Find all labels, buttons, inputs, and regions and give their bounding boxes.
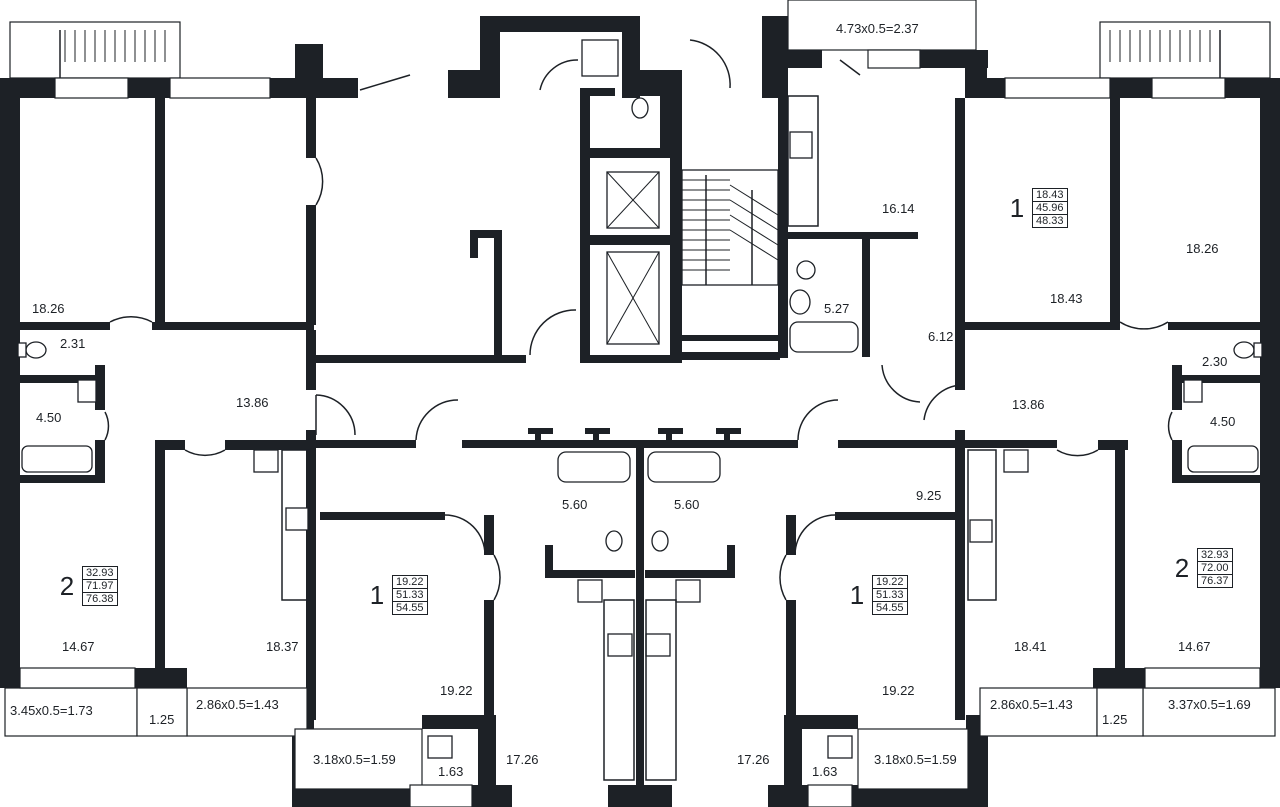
- room-area: 18.26: [32, 301, 65, 316]
- room-area: 5.60: [562, 497, 588, 512]
- exterior-walls: [0, 16, 1280, 807]
- living-area: 19.22: [393, 576, 427, 589]
- apartment-rooms: 2: [59, 571, 75, 601]
- balcony-area: 4.73x0.5=2.37: [836, 21, 919, 36]
- living-area: 19.22: [873, 576, 907, 589]
- apartment-rooms: 1: [1009, 193, 1025, 223]
- apartment-info-top-right: 1 18.43 45.96 48.33: [1002, 188, 1068, 228]
- total-area: 51.33: [873, 589, 907, 602]
- balcony-area: 2.86x0.5=1.43: [990, 697, 1073, 712]
- room-area: 18.37: [266, 639, 299, 654]
- area-with-balcony: 76.38: [86, 593, 114, 605]
- elevators: [606, 171, 660, 345]
- balcony-area: 3.45x0.5=1.73: [10, 703, 93, 718]
- apartment-rooms: 1: [369, 580, 385, 610]
- apartment-rooms: 2: [1174, 553, 1190, 583]
- total-area: 45.96: [1033, 202, 1067, 215]
- room-area: 4.50: [36, 410, 62, 425]
- room-area: 16.14: [882, 201, 915, 216]
- balcony-hatch: [64, 30, 1211, 62]
- room-area: 19.22: [882, 683, 915, 698]
- total-area: 71.97: [83, 580, 117, 593]
- room-area: 1.63: [812, 764, 838, 779]
- room-area: 5.27: [824, 301, 850, 316]
- balcony-area: 2.86x0.5=1.43: [196, 697, 279, 712]
- apartment-info-center-left: 1 19.22 51.33 54.55: [362, 575, 428, 615]
- living-area: 18.43: [1033, 189, 1067, 202]
- balcony-area: 3.18x0.5=1.59: [874, 752, 957, 767]
- room-area: 14.67: [62, 639, 95, 654]
- total-area: 72.00: [1198, 562, 1232, 575]
- room-area: 17.26: [506, 752, 539, 767]
- room-area: 9.25: [916, 488, 942, 503]
- room-area: 6.12: [928, 329, 954, 344]
- apartment-info-left: 2 32.93 71.97 76.38: [52, 566, 118, 606]
- apartment-rooms: 1: [849, 580, 865, 610]
- room-area: 18.41: [1014, 639, 1047, 654]
- fixtures: [17, 39, 1263, 781]
- balcony-area: 1.25: [149, 712, 175, 727]
- apartment-info-center-right: 1 19.22 51.33 54.55: [842, 575, 908, 615]
- staircase: [681, 169, 779, 286]
- room-area: 2.30: [1202, 354, 1228, 369]
- area-with-balcony: 48.33: [1036, 215, 1064, 227]
- area-with-balcony: 54.55: [396, 602, 424, 614]
- room-area: 5.60: [674, 497, 700, 512]
- balcony-area: 1.25: [1102, 712, 1128, 727]
- balcony-area: 3.18x0.5=1.59: [313, 752, 396, 767]
- room-area: 13.86: [1012, 397, 1045, 412]
- room-area: 2.31: [60, 336, 86, 351]
- room-area: 17.26: [737, 752, 770, 767]
- area-with-balcony: 76.37: [1201, 575, 1229, 587]
- area-with-balcony: 54.55: [876, 602, 904, 614]
- living-area: 32.93: [83, 567, 117, 580]
- room-area: 14.67: [1178, 639, 1211, 654]
- room-area: 1.63: [438, 764, 464, 779]
- living-area: 32.93: [1198, 549, 1232, 562]
- total-area: 51.33: [393, 589, 427, 602]
- doors: [104, 39, 1173, 601]
- room-area: 4.50: [1210, 414, 1236, 429]
- room-area: 19.22: [440, 683, 473, 698]
- balcony-area: 3.37x0.5=1.69: [1168, 697, 1251, 712]
- interior-walls: [20, 68, 1260, 788]
- apartment-info-right: 2 32.93 72.00 76.37: [1167, 548, 1233, 588]
- room-area: 18.43: [1050, 291, 1083, 306]
- room-area: 18.26: [1186, 241, 1219, 256]
- room-area: 13.86: [236, 395, 269, 410]
